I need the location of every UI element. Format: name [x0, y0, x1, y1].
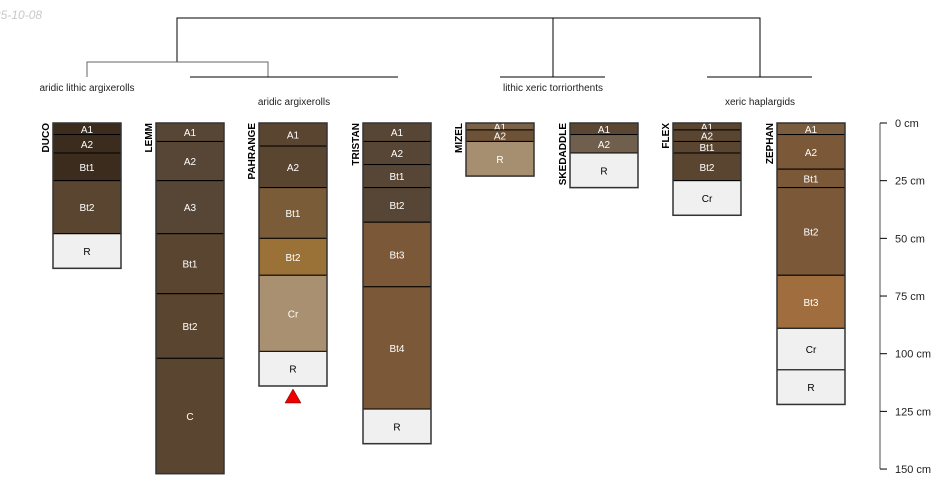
date-stamp: 25-10-08	[0, 8, 43, 22]
horizon-label: Bt3	[803, 298, 818, 309]
axis-tick-label: 25 cm	[895, 176, 925, 188]
group-label: aridic argixerolls	[258, 97, 330, 108]
horizon-label: A1	[287, 131, 300, 142]
horizon-label: A2	[598, 140, 611, 151]
horizon-label: A2	[184, 157, 197, 168]
profile-outline	[258, 122, 328, 387]
axis-tick-label: 100 cm	[895, 349, 931, 361]
horizon-label: Bt3	[389, 250, 404, 261]
horizon-label: Bt1	[699, 143, 714, 154]
horizon-label: Bt1	[285, 209, 300, 220]
horizon-label: A1	[391, 128, 404, 139]
horizon-label: Bt1	[803, 174, 818, 185]
profile-name: TRISTAN	[351, 123, 362, 166]
horizon-label: A1	[81, 125, 94, 136]
horizon-bt1	[258, 187, 328, 239]
dendrogram-root	[176, 17, 761, 77]
profile-outline	[776, 122, 846, 406]
profile-outline	[155, 122, 225, 475]
axis-tick-label: 0 cm	[895, 118, 919, 130]
marker-triangle-icon	[284, 388, 302, 404]
horizon-label: A2	[805, 148, 818, 159]
horizon-label: R	[496, 155, 503, 166]
dendrogram	[86, 17, 812, 78]
horizon-label: Bt2	[803, 227, 818, 238]
horizon-bt3	[776, 274, 846, 329]
horizon-label: Bt1	[182, 260, 197, 271]
horizon-label: A1	[805, 125, 818, 136]
profile-outline	[52, 122, 122, 270]
horizon-label: A2	[287, 163, 300, 174]
horizon-bt4	[362, 286, 432, 410]
horizon-label: A3	[184, 203, 197, 214]
dendrogram-branch-argixerolls	[86, 61, 269, 77]
horizon-bt2	[776, 187, 846, 276]
horizon-label: A2	[701, 132, 714, 143]
horizon-label: Bt2	[389, 201, 404, 212]
horizon-label: Cr	[288, 309, 299, 320]
depth-axis: 0 cm 25 cm 50 cm 75 cm 100 cm 125 cm 150 cm	[879, 118, 931, 476]
profile-outline	[362, 122, 432, 445]
profile-name: DUCO	[41, 123, 52, 153]
axis-tick-label: 125 cm	[895, 406, 931, 418]
horizon-label: Bt4	[389, 344, 404, 355]
horizon-label: Bt2	[182, 322, 197, 333]
group-label: lithic xeric torriorthents	[503, 83, 603, 94]
horizon-label: Bt2	[699, 163, 714, 174]
profile-outline	[569, 122, 639, 189]
horizon-label: Bt1	[389, 172, 404, 183]
horizon-label: A1	[701, 122, 714, 133]
horizon-bt2	[155, 293, 225, 359]
horizon-label: A2	[391, 149, 404, 160]
axis-tick-label: 150 cm	[895, 464, 931, 476]
horizon-label: A2	[494, 132, 507, 143]
horizon-label: R	[807, 383, 814, 394]
group-labels: aridic lithic argixerolls aridic argixer…	[39, 83, 795, 108]
horizon-label: Cr	[806, 345, 817, 356]
profile-name: LEMM	[144, 123, 155, 152]
horizon-label: A1	[598, 125, 611, 136]
axis-tick-label: 75 cm	[895, 291, 925, 303]
horizon-label: A1	[184, 128, 197, 139]
horizon-bt2	[672, 152, 742, 182]
profile-name: FLEX	[661, 123, 672, 149]
profile-name: PAHRANGE	[247, 123, 258, 180]
profile-name: SKEDADDLE	[558, 123, 569, 186]
profile-outline	[672, 122, 742, 217]
horizon-label: A1	[494, 122, 507, 133]
profile-name: MIZEL	[454, 123, 465, 153]
horizon-label: C	[186, 412, 193, 423]
group-label: aridic lithic argixerolls	[39, 83, 134, 94]
horizon-bt2	[362, 187, 432, 223]
horizon-bt3	[362, 221, 432, 288]
horizon-label: R	[393, 422, 400, 433]
profile-outline	[465, 122, 535, 177]
horizon-label: Bt2	[285, 253, 300, 264]
horizon-c	[155, 357, 225, 475]
horizon-label: Bt1	[79, 163, 94, 174]
horizon-label: A2	[81, 140, 94, 151]
horizon-label: Cr	[702, 194, 713, 205]
axis-tick-label: 50 cm	[895, 233, 925, 245]
horizon-label: R	[289, 365, 296, 376]
group-label: xeric haplargids	[725, 97, 795, 108]
horizon-label: R	[83, 247, 90, 258]
horizon-label: R	[600, 166, 607, 177]
horizon-label: Bt2	[79, 203, 94, 214]
profile-name: ZEPHAN	[765, 123, 776, 164]
